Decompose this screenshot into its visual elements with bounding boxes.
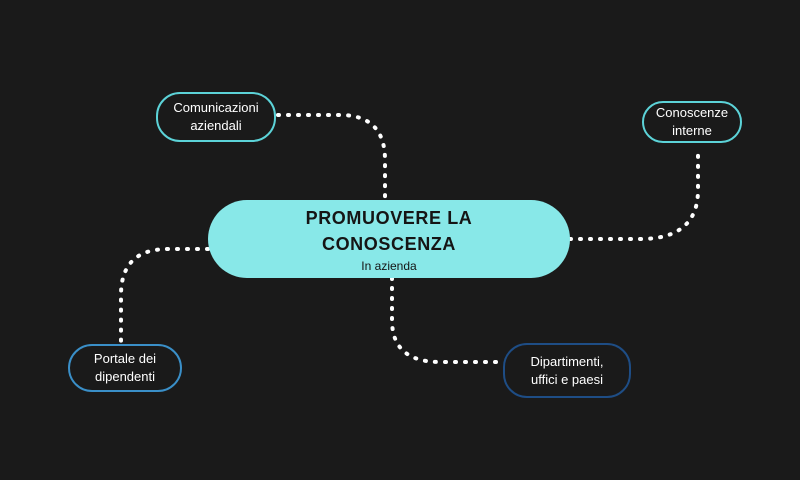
branch-node-portale-dipendenti[interactable]: Portale dei dipendenti [68, 344, 182, 392]
central-topic-title: PROMUOVERE LA CONOSCENZA [305, 208, 473, 254]
branch-node-dipartimenti[interactable]: Dipartimenti, uffici e paesi [503, 343, 631, 398]
branch-node-conoscenze-interne[interactable]: Conoscenze interne [642, 101, 742, 143]
branch-node-comunicazioni-aziendali[interactable]: Comunicazioni aziendali [156, 92, 276, 142]
connector-portale [119, 247, 210, 346]
central-topic-node[interactable]: PROMUOVERE LA CONOSCENZA In azienda [208, 200, 570, 278]
central-topic-subtitle: In azienda [361, 259, 417, 273]
connector-comunicazioni [276, 113, 387, 202]
connector-dipartimenti [390, 276, 505, 364]
connector-conoscenze [568, 146, 700, 241]
